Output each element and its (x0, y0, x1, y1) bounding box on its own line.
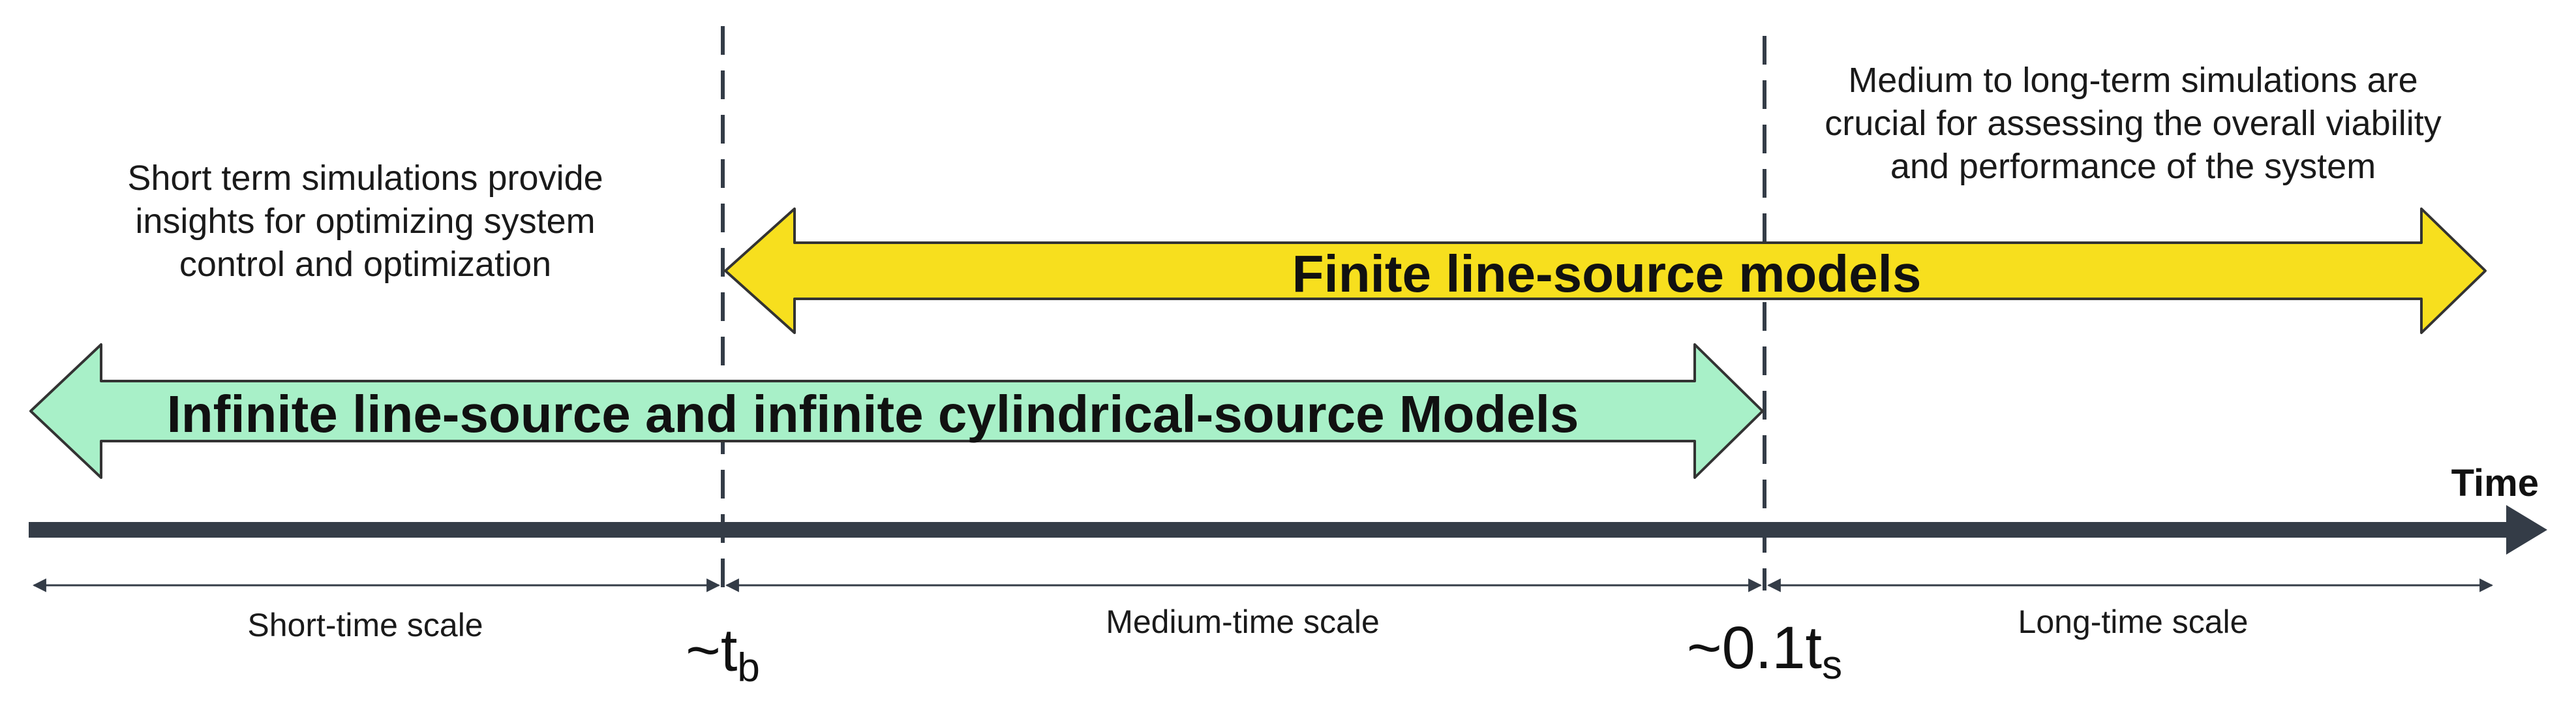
infinite-model-arrow (29, 343, 1764, 479)
long-term-note-line: and performance of the system (1890, 147, 2376, 186)
short-term-note-line: control and optimization (179, 245, 552, 284)
short-time-scale-label: Short-time scale (247, 607, 483, 643)
time-axis-label: Time (2451, 462, 2539, 504)
ts-marker-subscript: s (1822, 643, 1842, 688)
infinite-model-label: Infinite line-source and infinite cylind… (167, 385, 1579, 443)
long-term-note-line: crucial for assessing the overall viabil… (1825, 104, 2442, 143)
time-axis-arrowhead (2506, 505, 2547, 555)
finite-model-arrow (724, 207, 2487, 334)
ts-marker: ~0.1ts (1687, 615, 1842, 688)
long-term-note: Medium to long-term simulations are cruc… (1722, 59, 2544, 188)
short-term-note: Short term simulations provide insights … (26, 157, 705, 286)
ts-marker-prefix: ~0.1t (1687, 615, 1822, 681)
finite-model-label: Finite line-source models (1292, 245, 1922, 303)
short-term-note-line: Short term simulations provide (127, 159, 603, 198)
tb-marker-subscript: b (737, 645, 759, 690)
tb-marker: ~tb (686, 617, 760, 690)
long-time-scale-label: Long-time scale (2018, 604, 2249, 640)
tb-marker-prefix: ~t (686, 617, 737, 684)
long-term-note-line: Medium to long-term simulations are (1848, 61, 2418, 100)
short-term-note-line: insights for optimizing system (135, 202, 596, 241)
medium-time-scale-label: Medium-time scale (1106, 604, 1380, 640)
